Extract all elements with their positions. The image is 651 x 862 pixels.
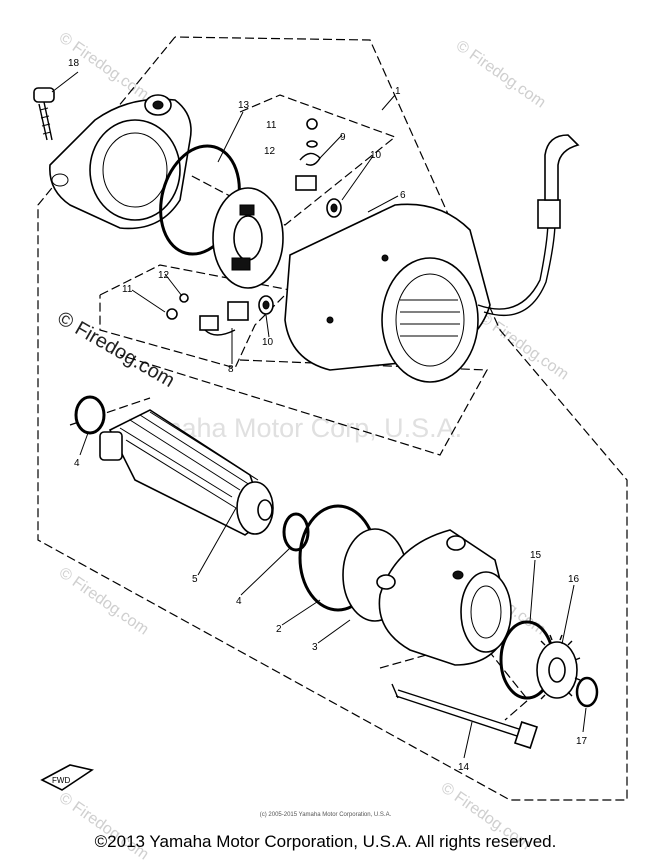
callout-10-lower: 10 (262, 337, 274, 348)
callout-2: 2 (276, 624, 282, 635)
callout-12-upper: 12 (264, 146, 276, 157)
yoke-part-6 (284, 203, 491, 383)
brush-upper (295, 175, 317, 191)
spring-part-9 (299, 152, 321, 166)
callout-16: 16 (568, 574, 580, 585)
brush-set-boundary (99, 264, 292, 369)
watermark-firedog-top-right: © Firedog.com (453, 37, 549, 111)
callout-17: 17 (576, 736, 588, 747)
callout-labels: 18 13 1 11 12 9 10 6 12 11 10 8 4 5 4 2 … (68, 58, 588, 773)
callout-3: 3 (312, 642, 318, 653)
callout-12-lower: 12 (158, 270, 170, 281)
assembly-boundary (37, 36, 628, 801)
washer-part-10-lower (258, 295, 274, 315)
washer-part-12-upper (306, 140, 318, 148)
gear-part-16 (536, 634, 581, 700)
end-cover-boundary (379, 639, 529, 721)
washer-part-4-upper (74, 395, 106, 435)
callout-9: 9 (340, 132, 346, 143)
bolt-part-18 (33, 87, 55, 141)
copyright-footer: ©2013 Yamaha Motor Corporation, U.S.A. A… (94, 832, 557, 851)
callout-leaders (51, 71, 587, 759)
callout-1: 1 (395, 86, 401, 97)
through-bolt-part-14 (391, 683, 539, 749)
callout-18: 18 (68, 58, 80, 69)
watermark-firedog-left-dark: © Firedog.com (54, 307, 179, 392)
washer-part-10-upper (326, 198, 342, 218)
washer-part-17 (575, 676, 599, 708)
fwd-label: FWD (52, 776, 70, 785)
callout-5: 5 (192, 574, 198, 585)
watermark-firedog-mid-right: © Firedog.com (476, 309, 572, 383)
armature-part-5 (99, 409, 274, 536)
lead-wire (477, 134, 580, 316)
fwd-arrow: FWD (40, 764, 94, 791)
callout-13: 13 (238, 100, 250, 111)
brush-set-part-8 (199, 301, 249, 336)
callout-6: 6 (400, 190, 406, 201)
screw-part-11-upper (306, 118, 318, 130)
callout-11-upper: 11 (266, 120, 277, 131)
rear-housing (49, 94, 192, 230)
callout-14: 14 (458, 762, 470, 773)
brush-plate (212, 187, 284, 289)
front-housing (376, 529, 512, 666)
callout-8: 8 (228, 364, 234, 375)
callout-15: 15 (530, 550, 542, 561)
callout-4-lower: 4 (236, 596, 242, 607)
diagram-credit: (c) 2005-2015 Yamaha Motor Corporation, … (259, 812, 392, 818)
callout-4-upper: 4 (74, 458, 80, 469)
callout-10-upper: 10 (370, 150, 382, 161)
screw-part-11-lower (166, 308, 178, 320)
callout-11-lower: 11 (122, 284, 133, 295)
